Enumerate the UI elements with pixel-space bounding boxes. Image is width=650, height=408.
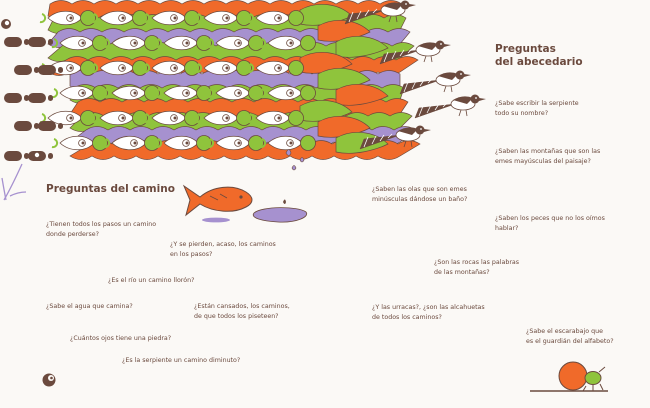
falling-drops <box>285 149 305 171</box>
question-lost-paths: ¿Y se pierden, acaso, los caminos en los… <box>170 241 276 258</box>
serpent-band <box>39 0 421 160</box>
fish-illustration <box>182 184 253 217</box>
magpie-birds <box>344 0 486 150</box>
fish-shadow <box>202 217 230 223</box>
question-magpies: ¿Y las urracas?, ¿son las alcahuetas de … <box>372 304 485 321</box>
question-fish: ¿Saben los peces que no los oímos hablar… <box>495 215 605 232</box>
footprints <box>1 19 63 161</box>
question-tired-paths: ¿Están cansados, los caminos, de que tod… <box>194 303 290 320</box>
question-rocks: ¿Son las rocas las palabras de las monta… <box>434 259 520 276</box>
question-snake-name: ¿Sabe escribir la serpiente todo su nomb… <box>495 100 579 117</box>
beetle-with-ball <box>530 361 608 392</box>
eye-stone <box>42 373 56 387</box>
path-questions-title: Preguntas del camino <box>46 183 175 195</box>
alphabet-questions-title: Preguntas del abecedario <box>495 43 583 68</box>
question-river: ¿Es el río un camino llorón? <box>108 277 195 284</box>
puddle-illustration <box>252 199 308 223</box>
question-mountains: ¿Saben las montañas que son las emes may… <box>495 148 601 165</box>
question-water: ¿Sabe el agua que camina? <box>46 303 133 310</box>
question-steps: ¿Tienen todos los pasos un camino donde … <box>46 221 157 238</box>
question-tiny-path: ¿Es la serpiente un camino diminuto? <box>122 357 241 364</box>
question-stone-eyes: ¿Cuántos ojos tiene una piedra? <box>70 335 172 342</box>
question-waves: ¿Saben las olas que son emes minúsculas … <box>372 186 468 203</box>
question-beetle: ¿Sabe el escarabajo que es el guardián d… <box>526 328 614 345</box>
lavender-sprout <box>1 163 27 201</box>
